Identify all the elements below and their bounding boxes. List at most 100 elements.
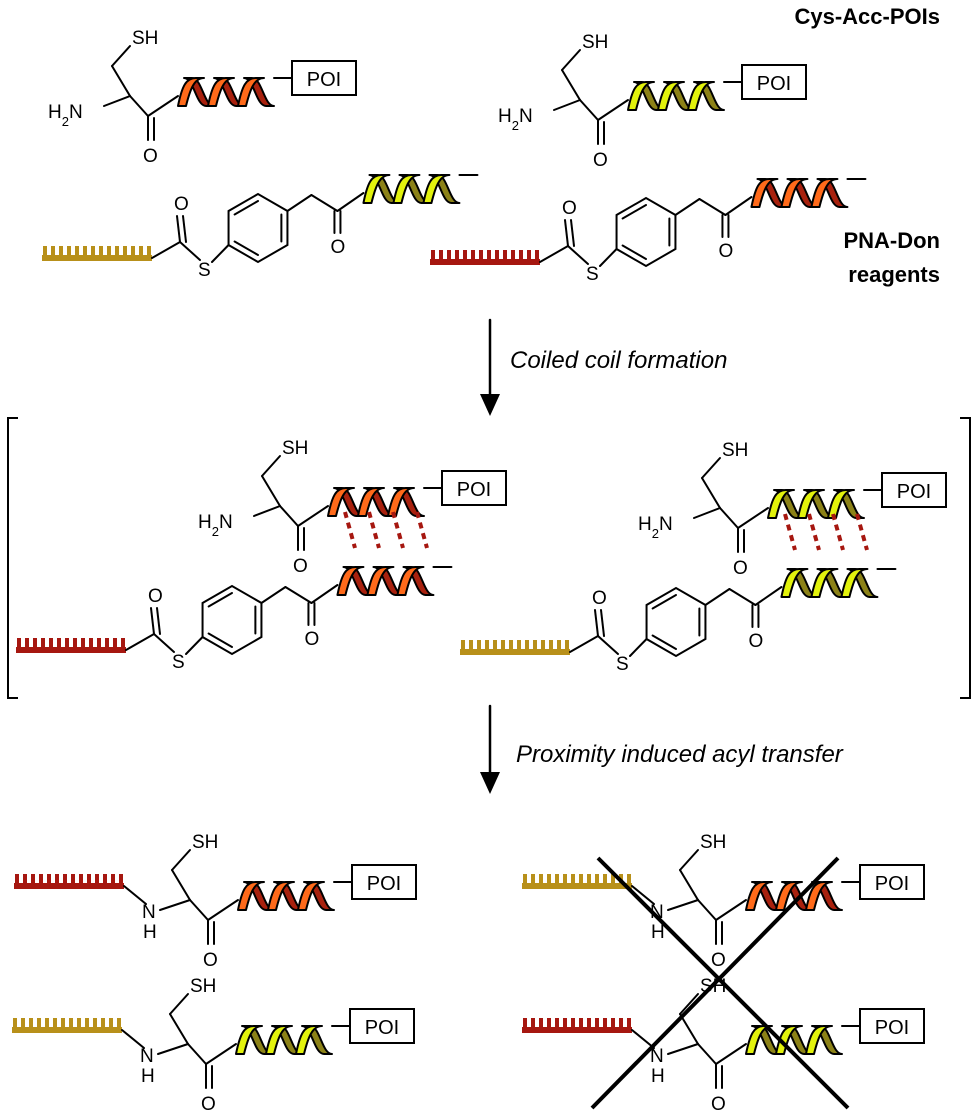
donors-heading-line1: PNA-Don (843, 228, 940, 253)
carbonyl-o-label: O (593, 150, 608, 171)
amide-h-label: H (651, 922, 665, 943)
product-gold-yellow: NH SH O POI (12, 976, 415, 1115)
amine-label: H2N (48, 102, 83, 129)
carbonyl-o-label: O (293, 556, 308, 577)
red-coil-helix (327, 487, 425, 517)
yellow-coil-helix (780, 568, 879, 598)
thioester-o-label: O (148, 586, 163, 607)
amide-h-label: H (143, 922, 157, 943)
arrow-coiled-coil: Coiled coil formation (480, 318, 727, 416)
red-coil-helix (177, 77, 275, 107)
pna-gold-strand (12, 1018, 122, 1033)
amide-n-label: N (650, 1046, 664, 1067)
carbonyl-o-label: O (203, 950, 218, 971)
poi-box: POI (859, 864, 925, 900)
complex-red-donor: O S O (16, 566, 453, 673)
acceptor-yellow: SH H2N O POI (498, 32, 807, 171)
thiol-label: SH (582, 32, 608, 53)
poi-label: POI (307, 69, 341, 91)
poi-box: POI (291, 60, 357, 96)
yellow-coil-helix (627, 81, 725, 111)
poi-label: POI (875, 873, 909, 895)
amide-n-label: N (142, 902, 156, 923)
arrow-acyl-transfer: Proximity induced acyl transfer (480, 704, 844, 794)
benzene-ring (201, 584, 263, 656)
amine-label: H2N (498, 106, 533, 133)
poi-label: POI (365, 1017, 399, 1039)
donors-heading-line2: reagents (848, 262, 940, 287)
poi-label: POI (875, 1017, 909, 1039)
acceptor-red: SH H2N O POI (48, 28, 357, 167)
pna-red-strand (522, 1018, 632, 1033)
complex-red-acceptor: SH H2N O POI (198, 438, 507, 577)
thiol-label: SH (190, 976, 216, 997)
complex-red-interaction (343, 511, 429, 549)
benzene-ring (645, 586, 707, 658)
carbonyl-o-label: O (143, 146, 158, 167)
thiol-label: SH (132, 28, 158, 49)
poi-box: POI (859, 1008, 925, 1044)
amine-label: H2N (198, 512, 233, 539)
product-red-red: NH SH O POI (14, 832, 417, 971)
thioester-s-label: S (172, 652, 185, 673)
brackets (7, 417, 971, 699)
pna-gold-strand (460, 640, 570, 655)
benzene-ring (615, 196, 677, 268)
ketone-o-label: O (748, 631, 763, 652)
poi-box: POI (349, 1008, 415, 1044)
carbonyl-o-label: O (711, 1094, 726, 1115)
complex-yellow-donor: O S O (460, 568, 897, 675)
poi-label: POI (457, 479, 491, 501)
poi-label: POI (757, 73, 791, 95)
donor-gold: O S O (42, 174, 479, 281)
thiol-label: SH (192, 832, 218, 853)
acceptors-heading: Cys-Acc-POIs (794, 4, 940, 29)
poi-label: POI (367, 873, 401, 895)
thioester-o-label: O (592, 588, 607, 609)
pna-gold-strand (42, 246, 152, 261)
thiol-label: SH (722, 440, 748, 461)
donor-red: O S O (430, 178, 867, 285)
amide-n-label: N (140, 1046, 154, 1067)
ketone-o-label: O (304, 629, 319, 650)
step2-label: Proximity induced acyl transfer (516, 741, 844, 768)
carbonyl-o-label: O (711, 950, 726, 971)
thioester-s-label: S (586, 264, 599, 285)
poi-label: POI (897, 481, 931, 503)
red-coil-helix (750, 178, 849, 208)
thioester-o-label: O (174, 194, 189, 215)
pna-red-strand (16, 638, 126, 653)
ketone-o-label: O (330, 237, 345, 258)
thiol-label: SH (700, 832, 726, 853)
amide-h-label: H (141, 1066, 155, 1087)
ketone-o-label: O (718, 241, 733, 262)
thiol-label: SH (282, 438, 308, 459)
yellow-coil-helix (362, 174, 461, 204)
pna-red-strand (430, 250, 540, 265)
yellow-coil-helix (767, 489, 865, 519)
carbonyl-o-label: O (733, 558, 748, 579)
pna-red-strand (14, 874, 124, 889)
step1-label: Coiled coil formation (510, 347, 727, 374)
thioester-o-label: O (562, 198, 577, 219)
poi-box: POI (351, 864, 417, 900)
thioester-s-label: S (616, 654, 629, 675)
benzene-ring (227, 192, 289, 264)
poi-box: POI (881, 472, 947, 508)
carbonyl-o-label: O (201, 1094, 216, 1115)
red-coil-helix (237, 881, 335, 911)
poi-box: POI (441, 470, 507, 506)
yellow-coil-helix (235, 1025, 333, 1055)
complex-yellow-acceptor: SH H2N O POI (638, 440, 947, 579)
amine-label: H2N (638, 514, 673, 541)
amide-h-label: H (651, 1066, 665, 1087)
red-coil-helix (745, 881, 843, 911)
yellow-coil-helix (745, 1025, 843, 1055)
thioester-s-label: S (198, 260, 211, 281)
crossed-out-mark (590, 856, 850, 1110)
poi-box: POI (741, 64, 807, 100)
